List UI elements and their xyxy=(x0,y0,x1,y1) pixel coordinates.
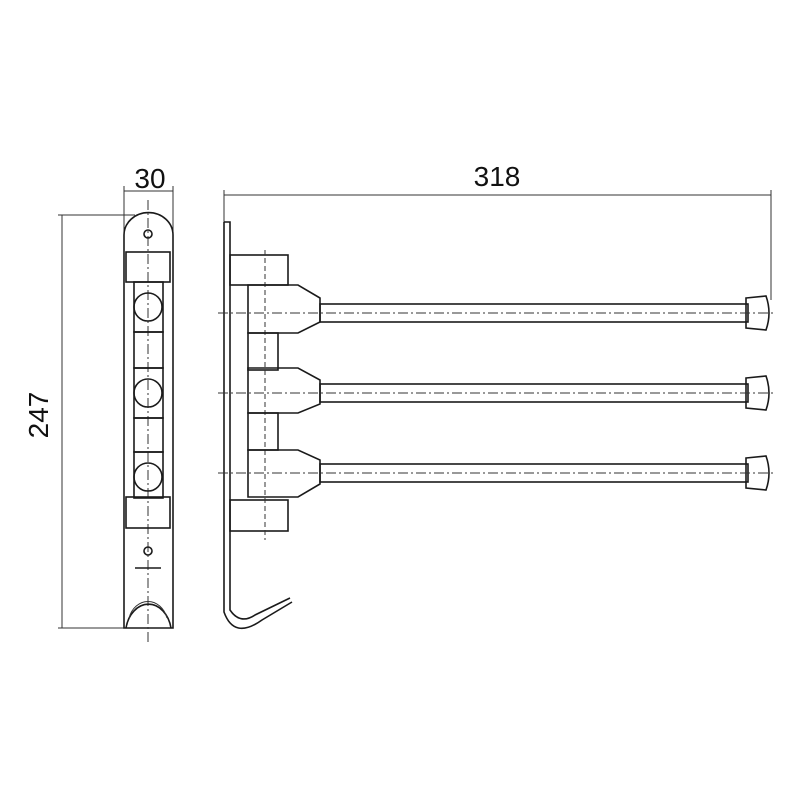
arm-2 xyxy=(218,367,776,414)
length-dimension: 318 xyxy=(223,161,772,300)
length-label: 318 xyxy=(474,161,521,192)
depth-label: 30 xyxy=(134,163,165,194)
height-label: 247 xyxy=(23,392,54,439)
arm-3 xyxy=(218,449,776,498)
arm-1 xyxy=(218,284,776,334)
side-view xyxy=(218,221,776,630)
height-dimension: 247 xyxy=(23,214,135,629)
screw-hole-icon xyxy=(143,229,153,556)
front-view xyxy=(123,200,174,642)
